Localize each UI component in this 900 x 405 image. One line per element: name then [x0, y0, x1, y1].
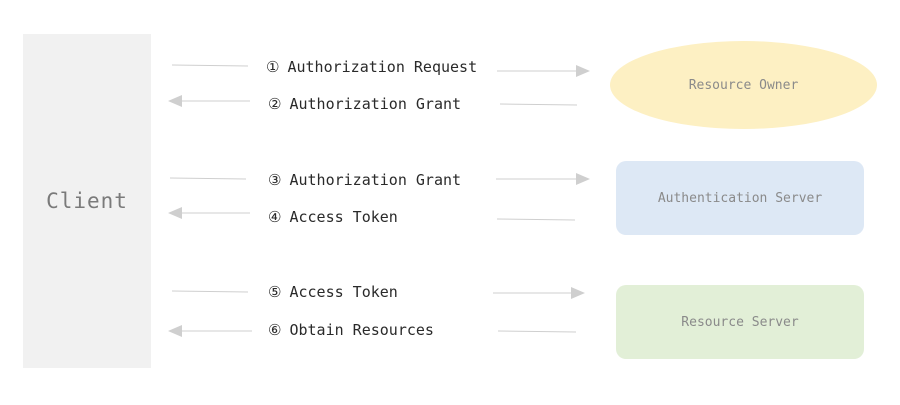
step-2-tail-line	[499, 103, 578, 106]
step-3-tail-line	[169, 177, 247, 180]
step-2-text: Authorization Grant	[289, 95, 462, 113]
step-2-number: ②	[268, 95, 282, 113]
step-1-arrowhead	[576, 65, 590, 77]
step-4-tail-line	[496, 218, 576, 221]
step-4-arrowhead	[168, 207, 182, 219]
step-2-label: ② Authorization Grant	[268, 95, 461, 113]
step-5-tail-line	[171, 290, 249, 293]
resource-server-node: Resource Server	[616, 285, 864, 359]
step-3-arrowhead	[576, 173, 590, 185]
step-5-number: ⑤	[268, 283, 282, 301]
step-2-arrowhead	[168, 95, 182, 107]
client-box: Client	[23, 34, 151, 368]
step-3-text: Authorization Grant	[289, 171, 462, 189]
step-5-label: ⑤ Access Token	[268, 283, 398, 301]
step-1-tail-line	[171, 64, 249, 67]
step-5-text: Access Token	[289, 283, 398, 301]
step-6-number: ⑥	[268, 321, 282, 339]
step-6-tail-line	[497, 330, 577, 333]
resource-owner-node: Resource Owner	[610, 41, 877, 129]
step-4-text: Access Token	[289, 208, 398, 226]
step-6-arrowhead	[168, 325, 182, 337]
step-3-number: ③	[268, 171, 282, 189]
step-6-text: Obtain Resources	[289, 321, 434, 339]
step-1-text: Authorization Request	[287, 58, 478, 76]
step-3-label: ③ Authorization Grant	[268, 171, 461, 189]
authentication-server-node: Authentication Server	[616, 161, 864, 235]
client-label: Client	[46, 189, 128, 213]
resource-server-label: Resource Server	[681, 314, 799, 330]
step-4-label: ④ Access Token	[268, 208, 398, 226]
step-6-label: ⑥ Obtain Resources	[268, 321, 434, 339]
step-1-label: ① Authorization Request	[266, 58, 477, 76]
step-5-arrowhead	[571, 287, 585, 299]
step-1-number: ①	[266, 58, 280, 76]
authentication-server-label: Authentication Server	[657, 190, 823, 206]
step-4-number: ④	[268, 208, 282, 226]
resource-owner-label: Resource Owner	[688, 77, 799, 93]
